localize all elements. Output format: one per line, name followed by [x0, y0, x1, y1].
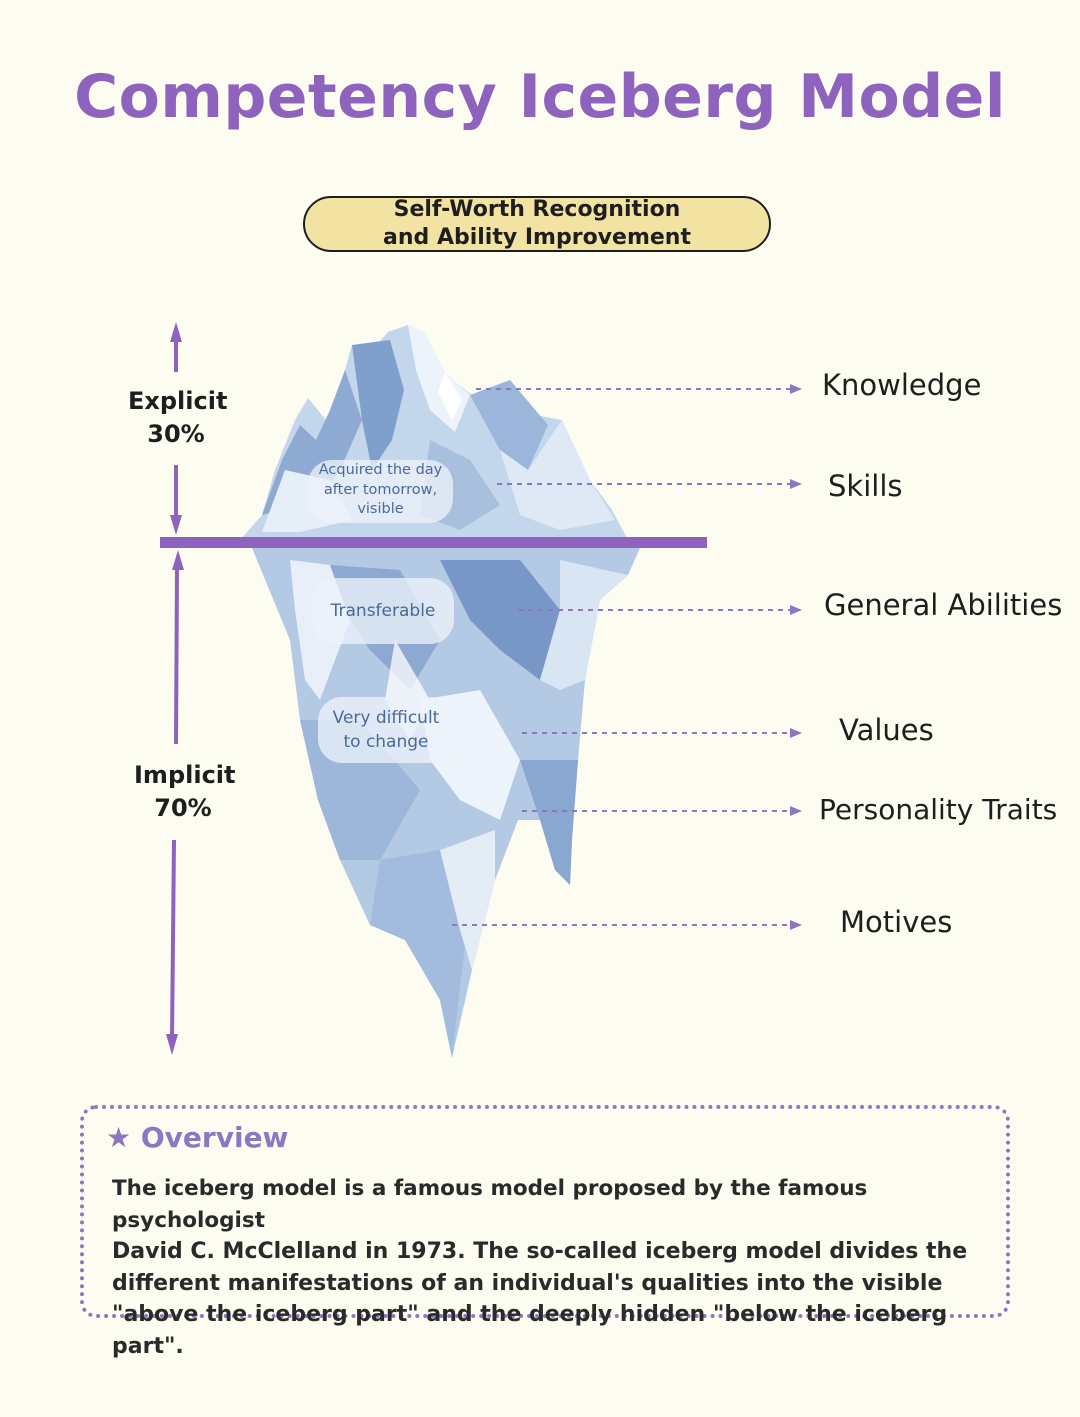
overview-body: The iceberg model is a famous model prop…: [112, 1173, 1002, 1362]
bubble-acquired: Acquired the day after tomorrow, visible: [308, 460, 453, 523]
bubble-transferable-text: Transferable: [330, 601, 436, 621]
layer-knowledge: Knowledge: [822, 368, 982, 402]
overview-box: ★ Overview The iceberg model is a famous…: [80, 1105, 1010, 1359]
implicit-text: Implicit: [134, 761, 236, 789]
bubble-acquired-line-3: visible: [357, 501, 404, 517]
implicit-label: Implicit 70%: [134, 759, 236, 825]
bubble-acquired-line-1: Acquired the day: [318, 462, 443, 478]
layer-skills: Skills: [828, 469, 903, 503]
bubble-difficult-line-2: to change: [343, 732, 429, 752]
explicit-text: Explicit: [128, 387, 228, 415]
star-icon: ★: [106, 1121, 132, 1154]
overview-heading-text: Overview: [140, 1121, 289, 1154]
layer-general-abilities: General Abilities: [824, 588, 1063, 622]
bubble-acquired-line-2: after tomorrow,: [323, 481, 438, 498]
bubble-difficult: Very difficult to change: [318, 697, 454, 763]
implicit-percent: 70%: [154, 794, 212, 822]
subtitle-pill: Self-Worth Recognition and Ability Impro…: [303, 196, 771, 252]
overview-line: David C. McClelland in 1973. The so-call…: [112, 1239, 968, 1264]
bubble-transferable: Transferable: [312, 578, 454, 644]
subtitle-line-2: and Ability Improvement: [383, 225, 691, 250]
subtitle-line-1: Self-Worth Recognition: [393, 197, 681, 222]
leader-lines: [452, 384, 802, 930]
layer-motives: Motives: [840, 905, 953, 939]
explicit-label: Explicit 30%: [128, 385, 228, 451]
overview-heading: ★ Overview: [106, 1121, 288, 1154]
layer-personality-traits: Personality Traits: [819, 793, 1058, 826]
explicit-percent: 30%: [147, 420, 205, 448]
overview-line: "above the iceberg part" and the deeply …: [112, 1302, 948, 1359]
overview-line: different manifestations of an individua…: [112, 1270, 943, 1296]
bubble-difficult-line-1: Very difficult: [332, 708, 440, 728]
layer-values: Values: [839, 713, 934, 747]
overview-line: The iceberg model is a famous model prop…: [112, 1176, 868, 1233]
depth-axis: [166, 322, 184, 1055]
waterline: [160, 537, 707, 548]
page-title: Competency Iceberg Model: [74, 62, 1006, 132]
